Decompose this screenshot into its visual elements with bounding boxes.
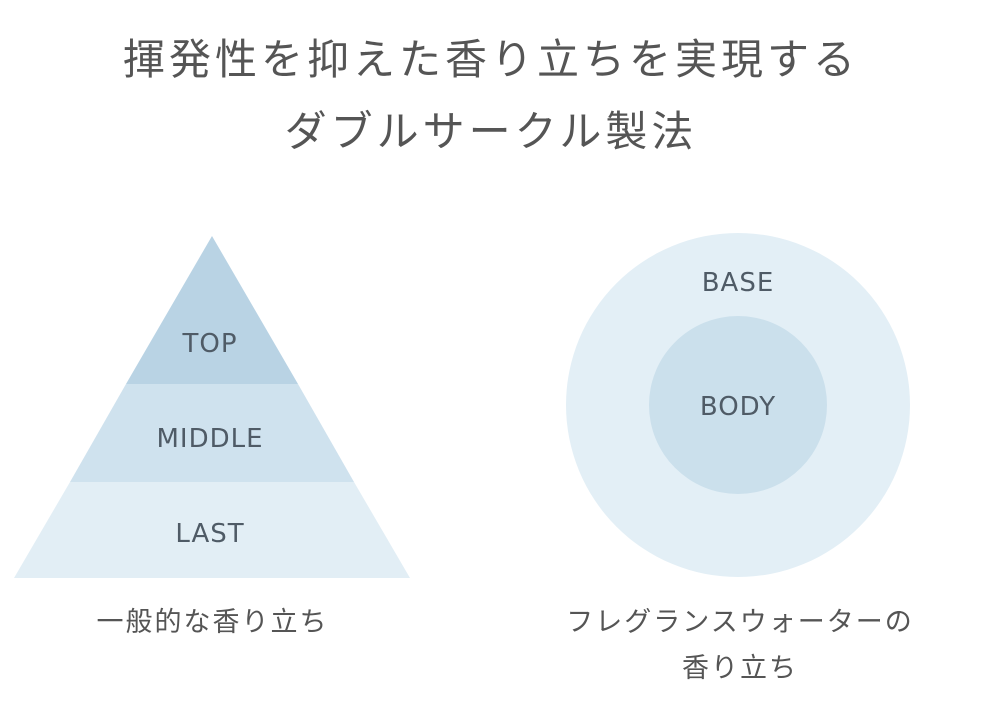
circle-caption-line-1: フレグランスウォーターの bbox=[566, 607, 914, 638]
pyramid-tier-middle bbox=[70, 384, 354, 482]
pyramid-tier-top bbox=[126, 236, 298, 384]
pyramid-diagram: TOP MIDDLE LAST bbox=[14, 236, 410, 578]
circle-label-base: BASE bbox=[702, 268, 775, 298]
pyramid-label-middle: MIDDLE bbox=[156, 424, 263, 454]
pyramid-tier-last bbox=[14, 482, 410, 578]
title-line-1: 揮発性を抑えた香り立ちを実現する bbox=[122, 35, 859, 84]
circle-caption-line-2: 香り立ち bbox=[682, 653, 798, 684]
title-line-2: ダブルサークル製法 bbox=[284, 107, 698, 156]
circle-caption: フレグランスウォーターの 香り立ち bbox=[530, 600, 950, 692]
circle-label-body: BODY bbox=[700, 392, 776, 422]
circle-diagram: BASE BODY bbox=[566, 233, 910, 577]
inner-circle-body bbox=[649, 316, 827, 494]
pyramid-caption-text: 一般的な香り立ち bbox=[96, 607, 329, 638]
pyramid-label-last: LAST bbox=[175, 519, 244, 549]
pyramid-caption: 一般的な香り立ち bbox=[40, 600, 385, 646]
pyramid-label-top: TOP bbox=[181, 329, 237, 359]
